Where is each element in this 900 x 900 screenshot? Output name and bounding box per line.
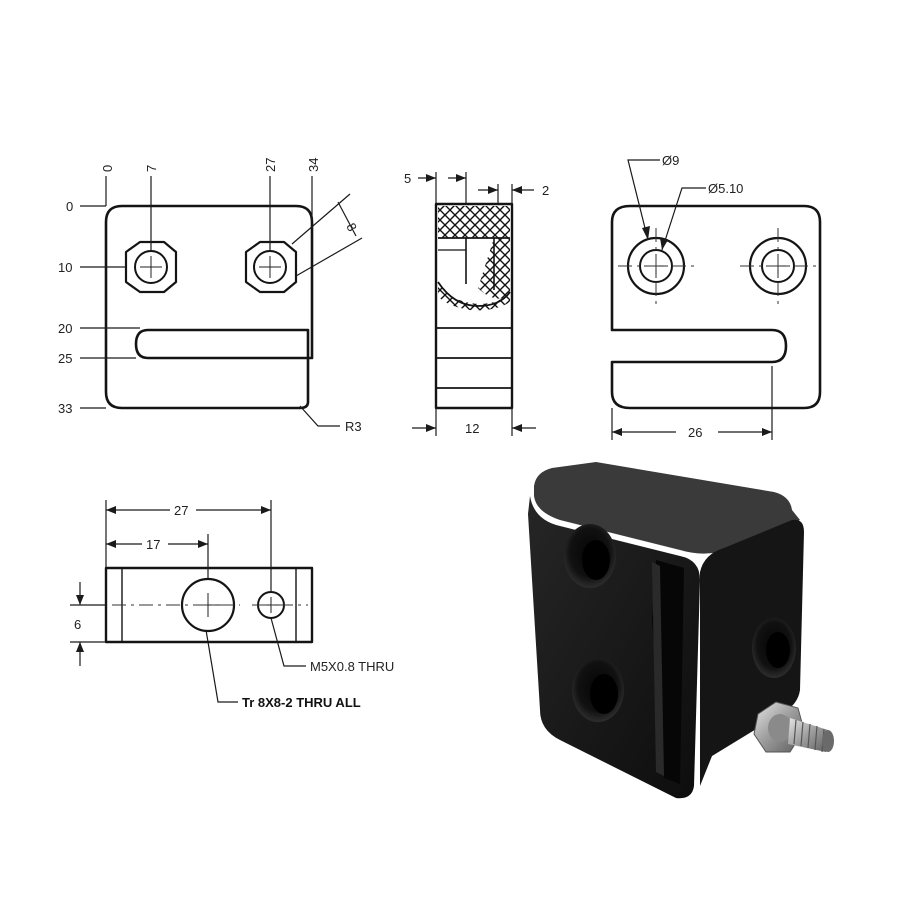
dim-front-y33: 33 [58, 401, 72, 416]
bottom-view: 27 17 6 M5X0.8 THRU Tr 8X8-2 THRU ALL [70, 500, 394, 710]
product-illustration [528, 462, 834, 799]
screw-hole [252, 591, 308, 619]
note-trapezoid-thread: Tr 8X8-2 THRU ALL [242, 695, 361, 710]
dim-front-y20: 20 [58, 321, 72, 336]
side-view-outline [434, 202, 514, 410]
dim-front-x27: 27 [263, 158, 278, 172]
dim-front-x0: 0 [100, 165, 115, 172]
round-hole-left [618, 228, 694, 304]
dim-front-x34: 34 [306, 158, 321, 172]
block-top-face [534, 462, 800, 554]
dim-side-width: 12 [465, 421, 479, 436]
trapezoid-thread-hole [112, 577, 240, 633]
dim-front-x7: 7 [144, 165, 159, 172]
front-view: 0 7 27 34 0 10 20 25 33 8 R3 [58, 158, 363, 434]
dim-back-width: 26 [688, 425, 702, 440]
note-radius: R3 [345, 419, 362, 434]
block-right-face [700, 519, 804, 786]
back-view-outline [610, 204, 822, 410]
dim-front-diag: 8 [343, 220, 360, 233]
hex-hole-right [244, 240, 298, 294]
dim-bottom-overall: 27 [174, 503, 188, 518]
dim-side-top-right: 2 [542, 183, 549, 198]
note-dia-outer: Ø9 [662, 153, 679, 168]
front-view-outline [104, 204, 314, 410]
dim-bottom-height: 6 [74, 617, 81, 632]
dim-side-top-left: 5 [404, 171, 411, 186]
dim-front-y0: 0 [66, 199, 73, 214]
note-dia-inner: Ø5.10 [708, 181, 743, 196]
round-hole-right [740, 228, 816, 304]
back-view: Ø9 Ø5.10 26 [610, 153, 822, 440]
dim-front-y10: 10 [58, 260, 72, 275]
side-view: 5 2 12 [404, 171, 549, 436]
dim-bottom-center: 17 [146, 537, 160, 552]
set-screw [788, 718, 834, 753]
note-screw-thread: M5X0.8 THRU [310, 659, 394, 674]
dim-front-y25: 25 [58, 351, 72, 366]
